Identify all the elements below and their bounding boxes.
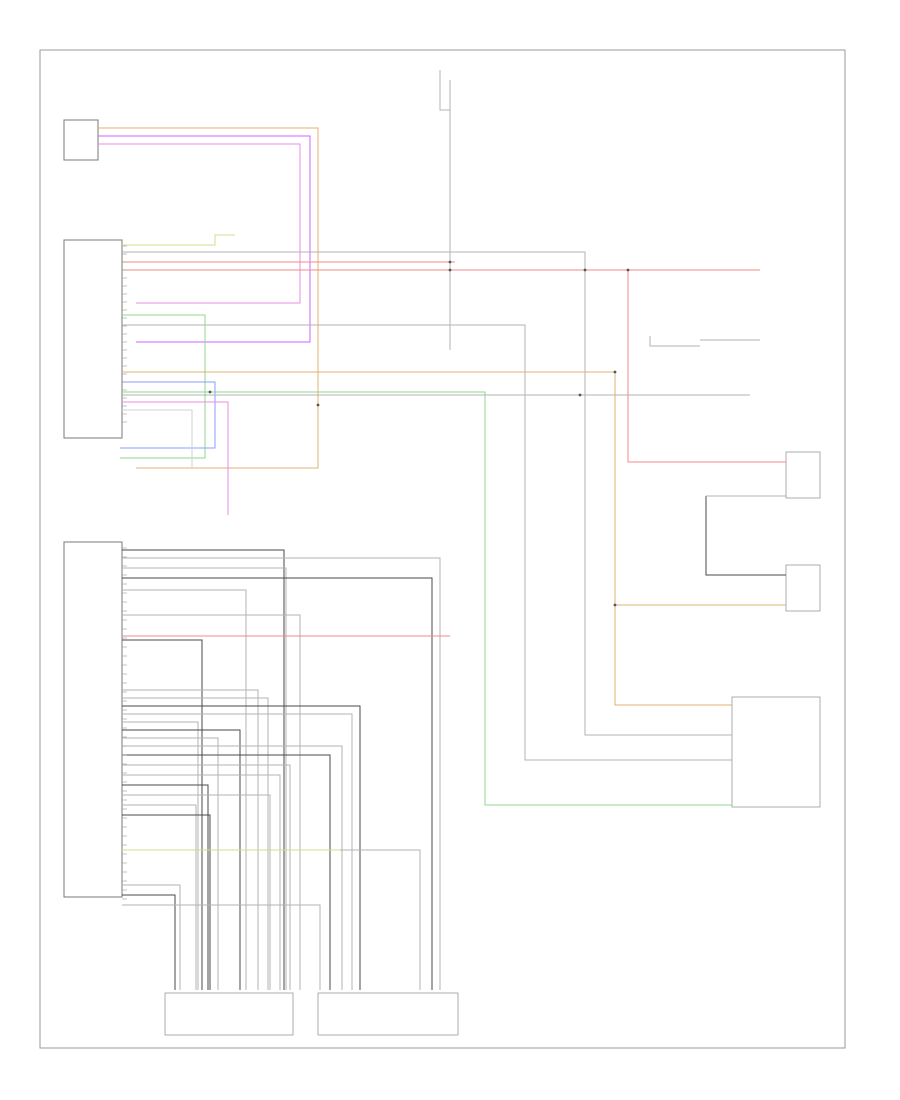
splice-dot: [208, 390, 212, 394]
wire-9: [120, 314, 206, 459]
wire-42: [122, 794, 271, 990]
wire-46: [122, 884, 181, 990]
splice-dot: [316, 403, 320, 407]
wire-25: [122, 567, 287, 990]
component-box-right-middle-upper: [785, 451, 821, 499]
wire-22: [439, 70, 450, 111]
wire-4: [122, 251, 732, 736]
splice-dot: [448, 268, 452, 272]
wire-38: [122, 754, 331, 990]
splice-dot: [626, 268, 630, 272]
wire-0: [98, 127, 319, 469]
component-box-right-middle-lower: [785, 564, 821, 612]
wire-36: [122, 737, 219, 990]
connector-box-bottom-left: [164, 992, 294, 1036]
component-box-top-left-small: [63, 119, 99, 161]
splice-dot: [448, 260, 452, 264]
pin-markers-group: [122, 245, 127, 900]
wire-31: [122, 697, 269, 990]
wire-13: [122, 391, 732, 806]
component-box-right-lower: [731, 696, 821, 808]
connector-box-bottom-right: [317, 992, 459, 1036]
wire-45: [122, 849, 421, 990]
wire-18: [649, 336, 700, 347]
wire-1: [98, 135, 311, 343]
wire-27: [122, 589, 247, 990]
wire-35: [122, 729, 241, 990]
wire-33: [122, 713, 353, 990]
splice-dot: [613, 370, 617, 374]
wire-47: [122, 894, 176, 990]
wire-10: [122, 371, 786, 606]
wire-7: [627, 270, 786, 463]
wire-37: [122, 745, 343, 990]
diagram-frame: [39, 49, 846, 1049]
wire-48: [122, 904, 321, 990]
wire-29: [122, 639, 203, 990]
wire-16: [614, 605, 732, 706]
wire-15: [122, 409, 193, 468]
wire-26: [122, 577, 433, 990]
wire-34: [122, 721, 199, 990]
wire-41: [122, 784, 209, 990]
component-box-left-upper-module: [63, 239, 123, 439]
wire-44: [122, 814, 211, 990]
splice-dot: [578, 393, 582, 397]
wire-30: [122, 689, 259, 990]
wire-23: [122, 549, 285, 990]
wire-24: [122, 557, 441, 990]
splice-dot: [613, 603, 617, 607]
component-box-left-lower-module: [63, 541, 123, 898]
wire-39: [122, 764, 291, 990]
wire-14: [122, 401, 229, 515]
wire-32: [122, 705, 361, 990]
wire-40: [122, 774, 281, 990]
wire-3: [122, 234, 235, 246]
wires-group: [98, 70, 786, 990]
wire-8: [122, 324, 732, 761]
wire-19: [705, 496, 786, 576]
wire-11: [120, 381, 216, 449]
wire-2: [98, 143, 301, 304]
wire-28: [122, 614, 301, 990]
wire-43: [122, 804, 197, 990]
splice-dot: [583, 268, 587, 272]
